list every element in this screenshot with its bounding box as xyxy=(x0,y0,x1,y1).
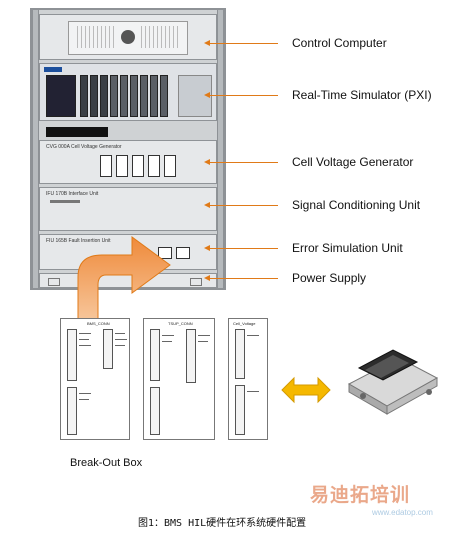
computer-front-panel xyxy=(68,21,188,55)
signal-conditioning-unit: IFU 170B Interface Unit xyxy=(39,187,217,231)
connector xyxy=(150,387,160,435)
leader-signal-conditioning xyxy=(210,205,278,206)
connector xyxy=(67,387,77,435)
arrow-cell-voltage-generator-icon xyxy=(204,159,210,165)
fiu-unit-label: FIU 165B Fault Insertion Unit xyxy=(46,238,111,244)
breakout-board-title-2: TSUP_CONN xyxy=(168,321,193,326)
pxi-chassis-unit xyxy=(39,63,217,121)
bms-controller-icon xyxy=(347,349,439,415)
connector xyxy=(103,329,113,369)
breakout-board-1: BMS_CONN xyxy=(60,318,130,440)
connector xyxy=(186,329,196,383)
watermark-text: 易迪拓培训 xyxy=(310,485,411,506)
leader-cell-voltage-generator xyxy=(210,162,278,163)
figure-caption: 图1：BMS HIL硬件在环系统硬件配置 xyxy=(138,518,307,529)
connector xyxy=(235,385,245,435)
label-control-computer: Control Computer xyxy=(292,36,387,50)
connector xyxy=(150,329,160,381)
leader-realtime-simulator xyxy=(210,95,278,96)
arrow-signal-conditioning-icon xyxy=(204,202,210,208)
double-arrow-icon xyxy=(281,376,331,404)
leader-error-simulation xyxy=(210,248,278,249)
label-cell-voltage-generator: Cell Voltage Generator xyxy=(292,155,414,169)
ifu-unit-label: IFU 170B Interface Unit xyxy=(46,191,99,197)
rack-label-bar xyxy=(46,127,108,137)
label-power-supply: Power Supply xyxy=(292,271,367,285)
connector xyxy=(67,329,77,381)
power-button-icon xyxy=(121,30,135,44)
curved-arrow-icon xyxy=(77,236,171,325)
hil-rack: CVG 000A Cell Voltage Generator IFU 170B… xyxy=(30,8,226,290)
cvg-unit-label: CVG 000A Cell Voltage Generator xyxy=(46,144,122,150)
leader-control-computer xyxy=(210,43,278,44)
breakout-box-label: Break-Out Box xyxy=(70,457,143,469)
vent-grille-right xyxy=(141,26,179,48)
breakout-board-title-3: Cell_Voltage xyxy=(233,321,256,326)
vent-grille-left xyxy=(77,26,115,48)
breakout-board-2: TSUP_CONN xyxy=(143,318,215,440)
control-computer-unit xyxy=(39,14,217,60)
arrow-control-computer-icon xyxy=(204,40,210,46)
breakout-board-title-1: BMS_CONN xyxy=(87,321,110,326)
label-error-simulation-unit: Error Simulation Unit xyxy=(292,241,403,255)
label-signal-conditioning-unit: Signal Conditioning Unit xyxy=(292,198,421,212)
watermark-url: www.edatop.com xyxy=(372,508,433,517)
rack-rail-left xyxy=(32,10,39,288)
arrow-error-simulation-icon xyxy=(204,245,210,251)
ni-logo xyxy=(44,67,62,72)
leader-power-supply xyxy=(210,278,278,279)
pxi-module-slots xyxy=(80,75,174,117)
pxi-controller-slot xyxy=(46,75,76,117)
rack-rail-right xyxy=(217,10,224,288)
arrow-power-supply-icon xyxy=(204,275,210,281)
label-realtime-simulator: Real-Time Simulator (PXI) xyxy=(292,88,432,102)
connector xyxy=(235,329,245,379)
breakout-board-3: Cell_Voltage xyxy=(228,318,268,440)
cell-voltage-generator-unit: CVG 000A Cell Voltage Generator xyxy=(39,140,217,184)
arrow-realtime-simulator-icon xyxy=(204,92,210,98)
